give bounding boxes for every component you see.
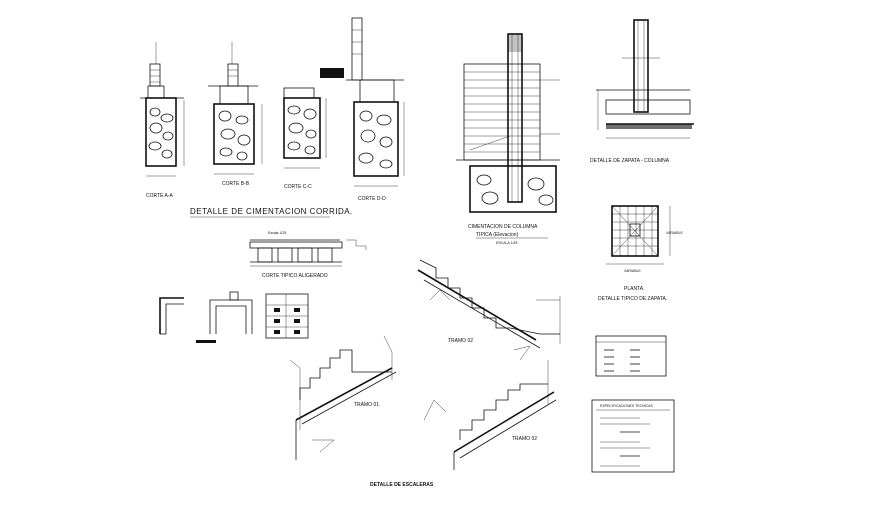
aligerado-detail: Escala 1/25 CORTE TIPICO ALIGERADO [249, 231, 367, 279]
small-details [159, 291, 309, 343]
zapata-columna-title: DETALLE DE ZAPATA - COLUMNA [590, 158, 670, 164]
corte-b-b [208, 42, 263, 175]
zapata-planta-dim-h: VARIABLE [624, 269, 642, 273]
zapata-planta-detail: VARIABLE VARIABLE PLANTA. DETALLE TIPICO… [598, 205, 684, 302]
aligerado-scale: Escala 1/25 [268, 231, 286, 235]
columna-scale: ESCALA 1/25 [496, 241, 517, 245]
corte-a-a [140, 42, 185, 177]
section-marker [320, 68, 344, 78]
escaleras-title: DETALLE DE ESCALERAS [370, 482, 434, 488]
corte-label-b: CORTE B-B [222, 181, 250, 187]
zapata-planta-title-2: DETALLE TIPICO DE ZAPATA. [598, 296, 667, 302]
escaleras-detail: TRAMO 01 TRAMO 02 TRAMO 02 DETALLE DE ES… [289, 259, 561, 488]
legend-box [595, 335, 667, 377]
columna-elevacion: CIMENTACION DE COLUMNA TIPICA (Elevacion… [456, 33, 560, 245]
cimentacion-title: DETALLE DE CIMENTACION CORRIDA. [190, 207, 353, 216]
tramo-label-01: TRAMO 01 [354, 402, 379, 408]
columna-title-1: CIMENTACION DE COLUMNA [468, 224, 538, 230]
tramo-01: TRAMO 01 [289, 335, 397, 460]
corte-label-a: CORTE A-A [146, 193, 174, 199]
zapata-columna-detail: DETALLE DE ZAPATA - COLUMNA [590, 19, 694, 164]
tramo-label-02: TRAMO 02 [448, 338, 473, 344]
aligerado-label: CORTE TIPICO ALIGERADO [262, 273, 328, 279]
corte-c-c [283, 87, 327, 169]
corte-label-d: CORTE D-D [358, 196, 386, 202]
corte-label-c: CORTE C-C [284, 184, 312, 190]
tramo-label-02b: TRAMO 02 [512, 436, 537, 442]
columna-title-2: TIPICA (Elevacion) [476, 232, 519, 238]
zapata-planta-title-1: PLANTA. [624, 286, 644, 292]
tramo-02-upper: TRAMO 02 [417, 259, 561, 361]
cimentacion-corrida-detail: CORTE A-A CORTE B-B CORTE C-C CORTE D-D … [140, 17, 405, 218]
especificaciones-box: ESPECIFICACIONES TECNICAS [591, 399, 675, 473]
tramo-02-lower: TRAMO 02 [423, 360, 557, 470]
especificaciones-title: ESPECIFICACIONES TECNICAS [600, 404, 654, 408]
corte-d-d [320, 17, 405, 187]
zapata-planta-dim-v: VARIABLE [666, 231, 684, 235]
